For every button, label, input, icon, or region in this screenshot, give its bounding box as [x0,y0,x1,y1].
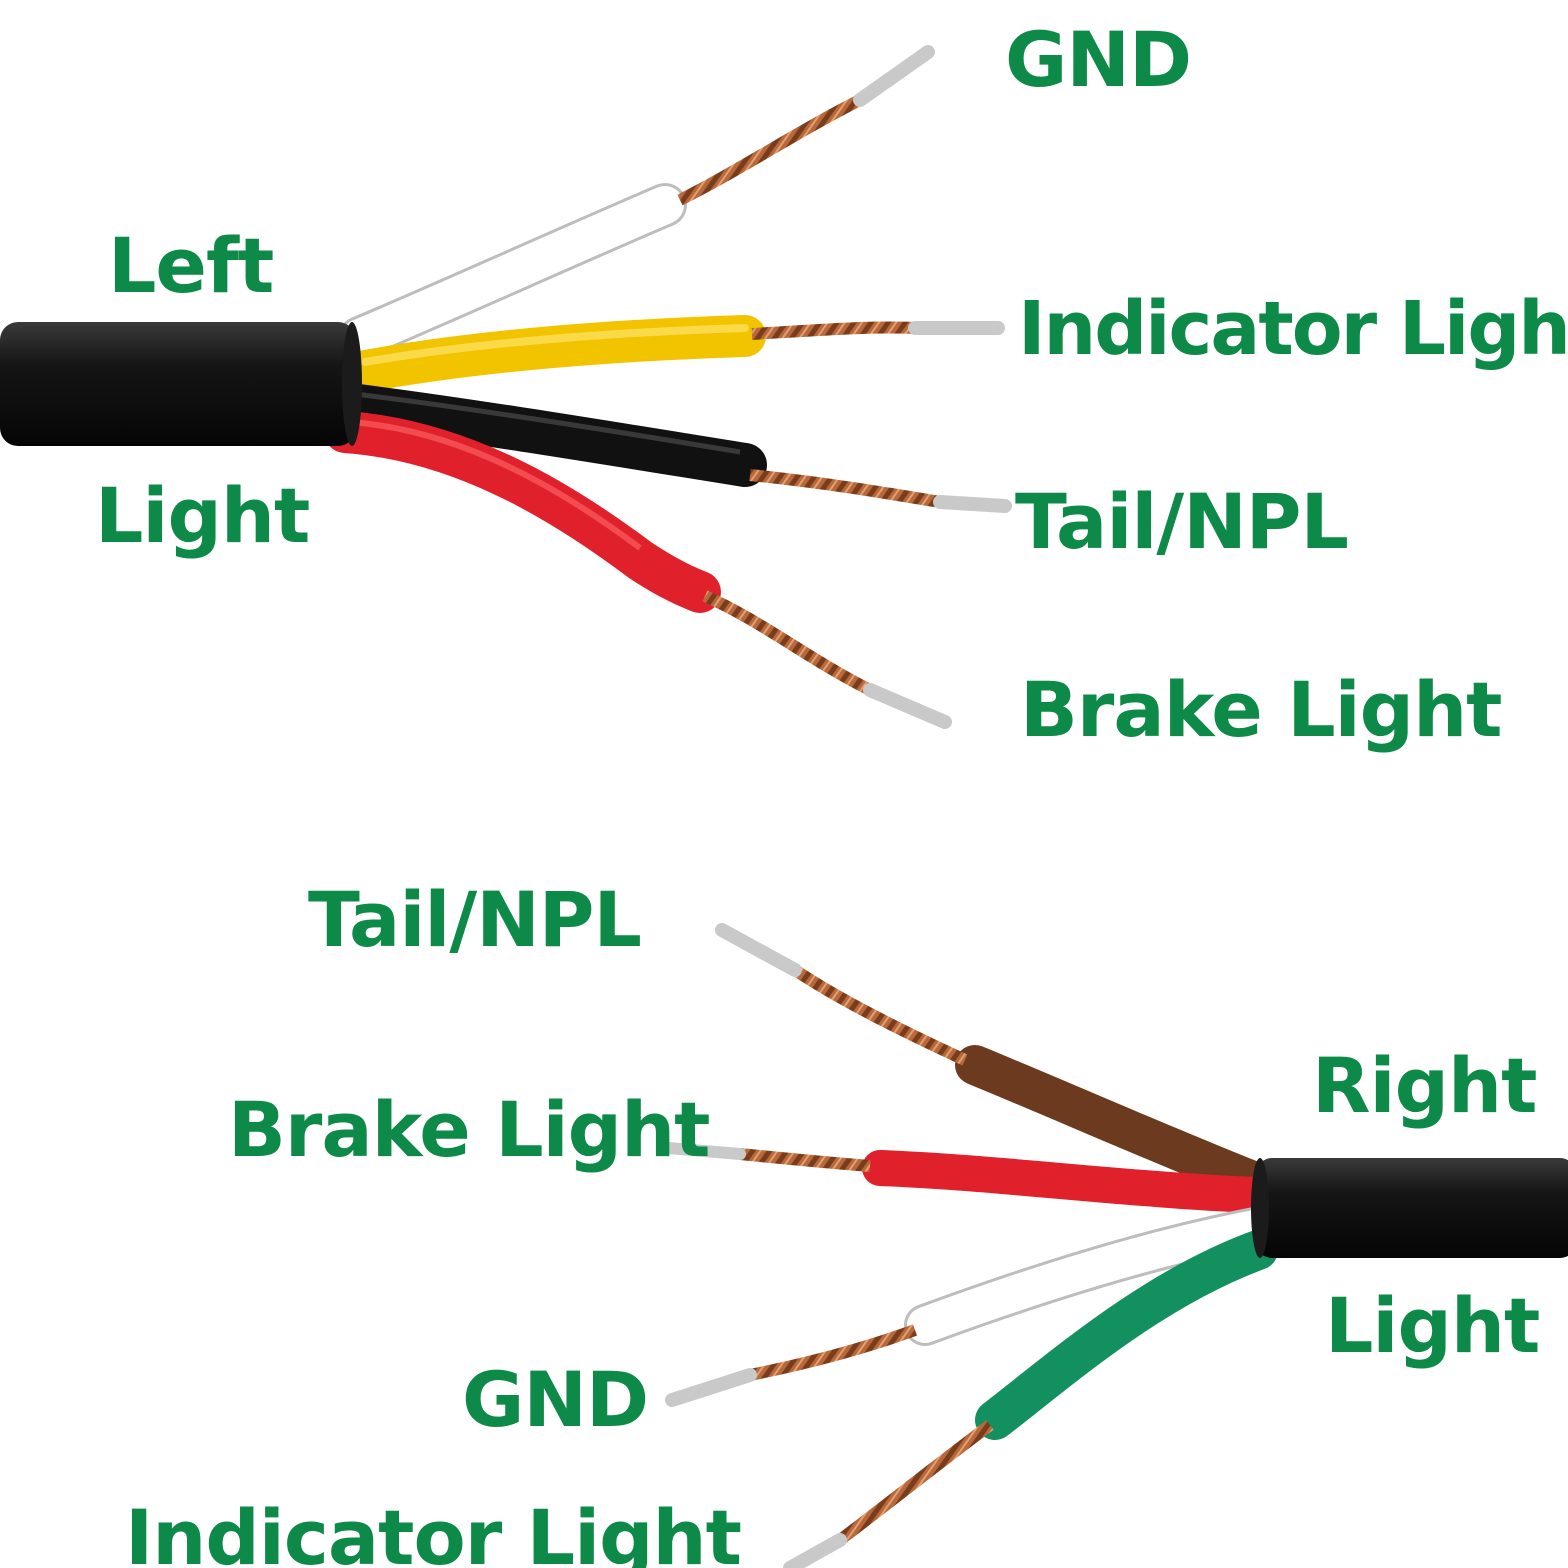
top-yellow-wire [339,315,1005,393]
bottom-caption-line1: Right [1312,1041,1537,1130]
top-label-indicator-light: Indicator Light [1018,286,1568,372]
bottom-green-wire [783,1230,1278,1568]
top-black-wire [328,383,1012,513]
bottom-brown-wire [715,923,1270,1200]
top-cable [0,45,1012,729]
top-caption-line1: Left [108,221,274,310]
top-white-wire [338,45,935,360]
top-cable-jacket [0,322,362,446]
bottom-red-wire [662,1142,1273,1213]
bottom-label-indicator-light: Indicator Light [125,1493,742,1568]
top-red-wire [324,411,952,729]
top-caption-line2: Light [95,471,310,560]
top-label-tail-npl: Tail/NPL [1015,477,1349,566]
bottom-cable-jacket [1251,1158,1568,1258]
bottom-cable [662,923,1568,1568]
bottom-caption-line2: Light [1325,1281,1540,1370]
bottom-label-brake-light: Brake Light [228,1085,711,1174]
top-label-gnd: GND [1005,15,1192,104]
top-label-brake-light: Brake Light [1020,665,1503,754]
bottom-label-gnd: GND [462,1355,649,1444]
bottom-white-wire [665,1207,1276,1407]
bottom-label-tail-npl: Tail/NPL [308,875,642,964]
